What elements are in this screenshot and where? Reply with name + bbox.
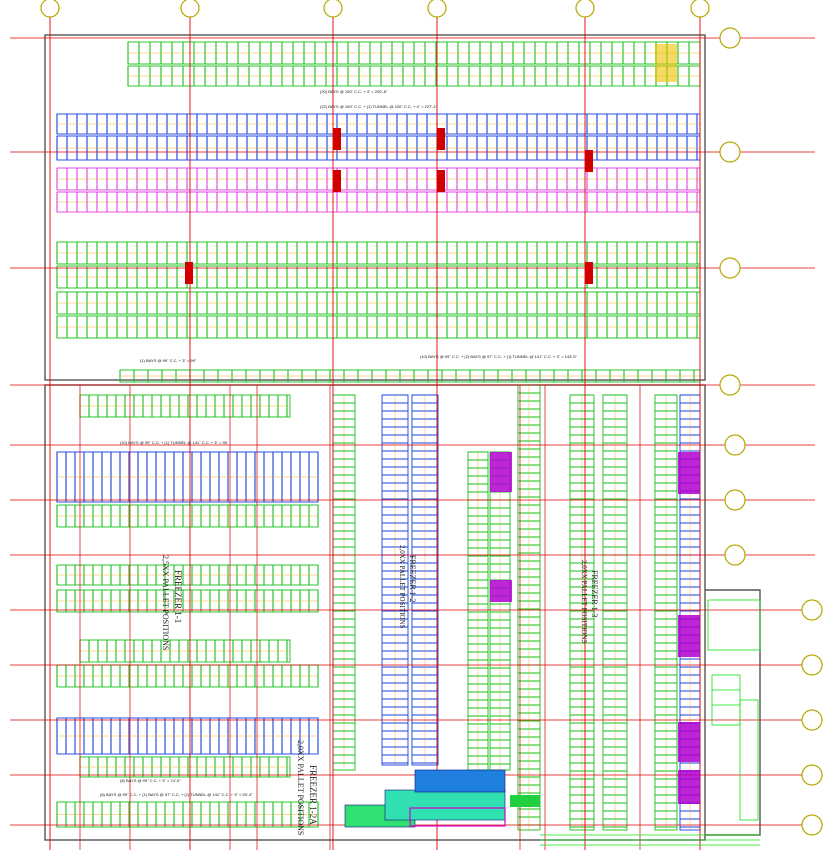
top-row-annotation: (20) BAYS @ 100" C.C. + 4" = 200'-8" xyxy=(320,89,388,94)
rack-lower-green-a xyxy=(56,291,701,315)
red-column-block xyxy=(437,128,445,150)
grid-bubbles xyxy=(40,0,823,836)
grid-bubble-right xyxy=(801,764,823,786)
grid-bubble-right xyxy=(801,709,823,731)
freezer-mid-positions: 2,0XX PALLET POSITIONS xyxy=(398,545,406,629)
rack-left-1 xyxy=(56,451,319,503)
red-column-block xyxy=(185,262,193,284)
rack-mid-green-a xyxy=(56,241,701,265)
freezer-left-name: FREEZER 1-1 xyxy=(173,570,183,623)
grid-bubble-top xyxy=(40,0,60,18)
left-row-bottom-annotation: (8) BAYS @ 99" C.C. + 3" = 74'-0" xyxy=(120,778,181,783)
rack-mid-green-b xyxy=(56,265,701,289)
red-column-block xyxy=(333,128,341,150)
grid-bubble-right xyxy=(801,654,823,676)
grid-bubble-right xyxy=(724,434,746,456)
dock-area xyxy=(344,769,540,828)
rack-upper-blue-b xyxy=(56,135,701,161)
rack-col-d xyxy=(467,451,489,771)
grid-bubble-right xyxy=(801,814,823,836)
grid-bubble-right xyxy=(724,489,746,511)
grid-bubble-right xyxy=(719,141,741,163)
rack-left-4 xyxy=(56,589,319,613)
upper-block-annotation: (22) BAYS @ 100" C.C. + (1) TUNNEL @ 100… xyxy=(320,104,438,109)
rack-left-0 xyxy=(79,394,291,418)
grid-bubble-top xyxy=(575,0,595,18)
left-row-last-annotation: (8) BAYS @ 99" C.C. + (1) BAYS @ 57" C.C… xyxy=(100,792,253,797)
rack-upper-mag-a xyxy=(56,167,701,191)
rack-left-3 xyxy=(56,564,319,586)
freezer-mid-name: FREEZER 1-2 xyxy=(408,555,417,602)
grid-bubble-right xyxy=(724,544,746,566)
rack-col-f xyxy=(517,384,541,831)
grid-bubble-top xyxy=(323,0,343,18)
rack-rows xyxy=(56,41,701,831)
freezer-right-positions: 2,0XX PALLET POSITIONS xyxy=(580,560,588,644)
rack-upper-blue-a xyxy=(56,113,701,135)
rack-left-2 xyxy=(56,504,319,528)
freezer-bottom-positions: 2,0XX PALLET POSITIONS xyxy=(296,740,305,835)
rack-left-7 xyxy=(56,717,319,755)
rack-left-8 xyxy=(79,756,291,778)
hatched-block xyxy=(655,44,677,82)
freezer-left-positions: 2,5XX PALLET POSITIONS xyxy=(161,555,170,650)
mid-row-annotation: (1) BAYS @ 99" C.C. + 3" = 99" xyxy=(140,358,197,363)
rack-top-a xyxy=(127,41,701,65)
grid-bubble-top xyxy=(427,0,447,18)
rack-upper-mag-b xyxy=(56,191,701,213)
rack-left-9 xyxy=(56,801,319,828)
rack-col-i xyxy=(654,394,678,831)
red-column-block xyxy=(333,170,341,192)
red-column-block xyxy=(585,150,593,172)
rack-col-a xyxy=(332,394,356,771)
rack-top-b xyxy=(127,65,701,87)
mid-row-2-annotation: (10) BAYS @ 99" C.C. + (2) BAYS @ 57" C.… xyxy=(420,354,578,359)
rack-lower-green-b xyxy=(56,315,701,339)
rack-left-6 xyxy=(56,664,319,688)
freezer-right-name: FREEZER 1-3 xyxy=(590,570,599,617)
building-walls xyxy=(44,34,761,841)
left-row-1-annotation: (10) BAYS @ 99" C.C. + (1) TUNNEL @ 141"… xyxy=(120,440,228,445)
grid-bubble-right xyxy=(719,257,741,279)
rack-left-5 xyxy=(79,639,291,663)
grid-bubble-right xyxy=(801,599,823,621)
grid-bubble-top xyxy=(180,0,200,18)
red-column-block xyxy=(585,262,593,284)
freezer-bottom-name: FREEZER 1-2A xyxy=(308,765,318,825)
grid-bubble-right xyxy=(719,374,741,396)
grid-bubble-top xyxy=(690,0,710,18)
green-equipment-area xyxy=(540,599,761,846)
rack-col-b xyxy=(381,394,409,766)
purple-blocks xyxy=(490,452,700,804)
rack-col-h xyxy=(602,394,628,831)
rack-col-c xyxy=(411,394,439,766)
red-column-block xyxy=(437,170,445,192)
grid-bubble-right xyxy=(719,27,741,49)
